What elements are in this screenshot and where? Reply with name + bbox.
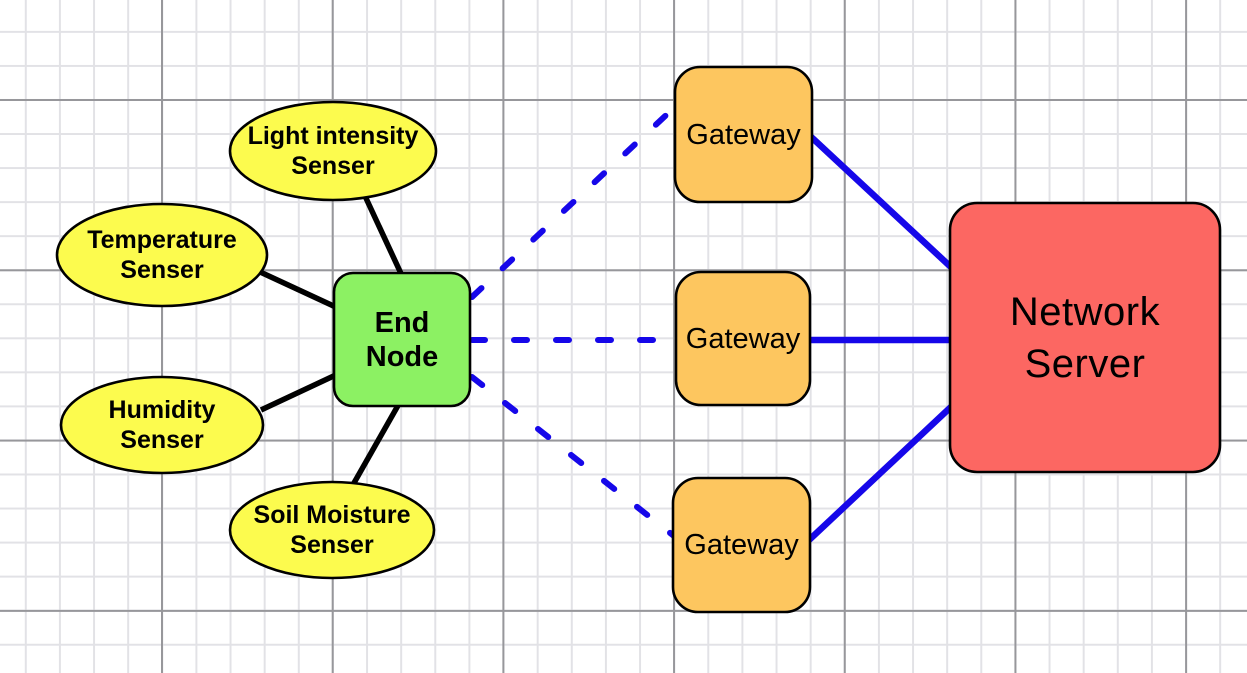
- humidity-senser-ellipse: [59, 375, 265, 475]
- link-light-endnode: [362, 194, 407, 282]
- soil-moisture-senser-ellipse: [228, 480, 436, 580]
- link-endnode-gateway-bottom: [469, 374, 677, 539]
- network-server-box: [948, 201, 1222, 474]
- link-temperature-endnode: [256, 268, 342, 312]
- humidity-senser-label: Humidity Senser: [108, 396, 216, 454]
- gateway-top-label: Gateway: [686, 118, 801, 151]
- temperature-senser-label: Temperature Senser: [87, 226, 237, 284]
- soil-moisture-senser-label: Soil Moisture Senser: [253, 501, 411, 559]
- gateway-middle-box: [674, 270, 812, 407]
- gateway-middle-label: Gateway: [685, 322, 801, 355]
- link-humidity-endnode: [259, 370, 342, 413]
- light-intensity-senser-ellipse: [228, 100, 438, 202]
- end-node-box: [332, 271, 472, 408]
- endnode-gateway-links: [469, 101, 682, 539]
- temperature-senser-ellipse: [55, 202, 269, 308]
- network-server-label: Network Server: [1009, 289, 1161, 386]
- link-soil-endnode: [347, 400, 403, 492]
- gateway-bottom-box: [671, 476, 812, 614]
- light-intensity-senser-label: Light intensity Senser: [247, 122, 419, 180]
- sensor-shapes: [55, 100, 438, 580]
- link-gateway-bottom-server: [805, 402, 956, 544]
- link-endnode-gateway-top: [469, 101, 681, 300]
- gateway-server-links: [805, 131, 956, 544]
- end-node-label: End Node: [365, 306, 439, 373]
- gateway-top-box: [673, 65, 814, 204]
- link-gateway-top-server: [805, 131, 956, 272]
- sensor-links: [256, 194, 407, 492]
- gateway-bottom-label: Gateway: [684, 529, 799, 561]
